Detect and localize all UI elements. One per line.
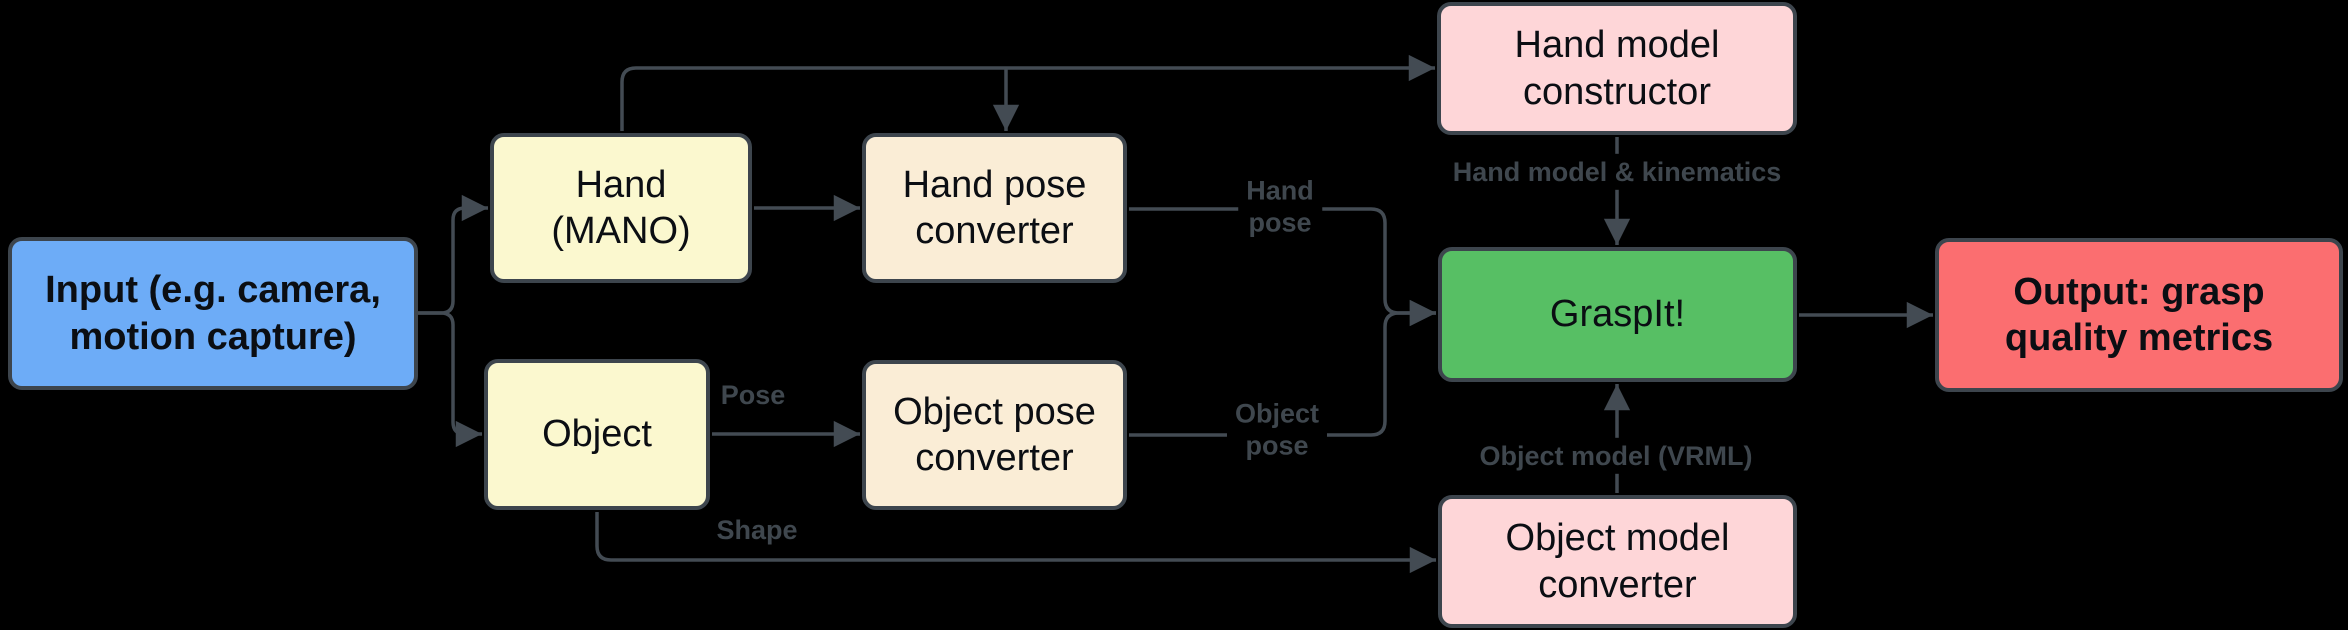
node-hand-model-constructor: Hand model constructor — [1437, 2, 1797, 135]
edge-label-hand-pose: Hand pose — [1238, 172, 1322, 242]
node-hand-mano: Hand (MANO) — [490, 133, 752, 283]
node-object-pose-converter: Object pose converter — [862, 360, 1127, 510]
edge-object-shape-to-object-model-converter — [595, 512, 1436, 574]
edge-label-hand-model-kinematics: Hand model & kinematics — [1444, 153, 1790, 191]
node-input: Input (e.g. camera, motion capture) — [8, 237, 418, 390]
edge-label-pose: Pose — [712, 376, 794, 414]
edge-hand-to-hand-model-constructor — [620, 54, 1435, 131]
node-hand-pose-converter: Hand pose converter — [862, 133, 1127, 283]
node-object: Object — [484, 359, 710, 510]
node-output: Output: grasp quality metrics — [1935, 238, 2343, 392]
edge-label-object-pose: Object pose — [1226, 395, 1328, 465]
node-object-model-converter: Object model converter — [1438, 495, 1797, 628]
edge-input-to-hand — [418, 194, 488, 315]
edge-label-shape: Shape — [708, 511, 806, 549]
edge-input-to-object — [418, 311, 482, 448]
node-graspit: GraspIt! — [1438, 247, 1797, 382]
edge-object-pose-to-graspit — [1129, 299, 1436, 437]
edge-label-object-model-vrml: Object model (VRML) — [1471, 437, 1761, 475]
